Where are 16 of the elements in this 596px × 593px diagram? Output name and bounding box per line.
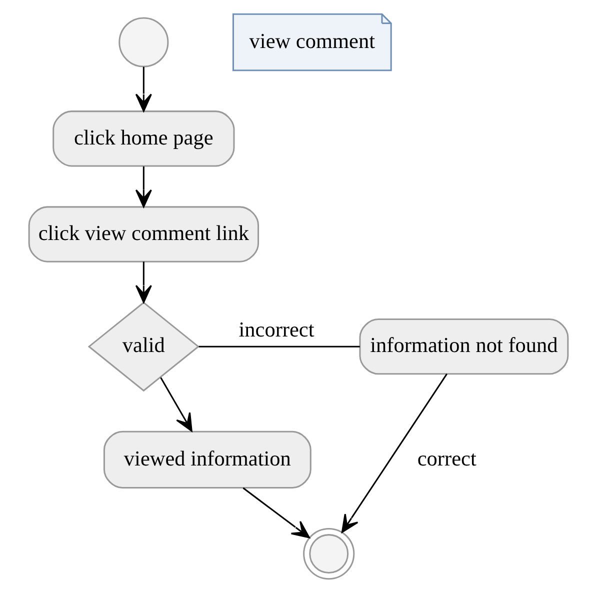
node-box: click view comment link	[28, 206, 259, 262]
arrow	[134, 66, 152, 112]
node-box: information not found	[358, 318, 568, 375]
connector	[198, 346, 360, 348]
node-box: viewed information	[102, 430, 311, 489]
arrow	[160, 377, 192, 432]
node-box: click home page	[52, 110, 234, 167]
node-diamond: valid	[87, 302, 200, 392]
arrow	[134, 166, 152, 208]
edge-label: correct	[416, 446, 476, 470]
edge-label: incorrect	[238, 317, 314, 342]
node-circle	[302, 528, 354, 580]
arrow	[242, 487, 310, 538]
arrow	[134, 262, 152, 304]
arrow	[340, 374, 447, 533]
node-circle	[118, 17, 168, 68]
